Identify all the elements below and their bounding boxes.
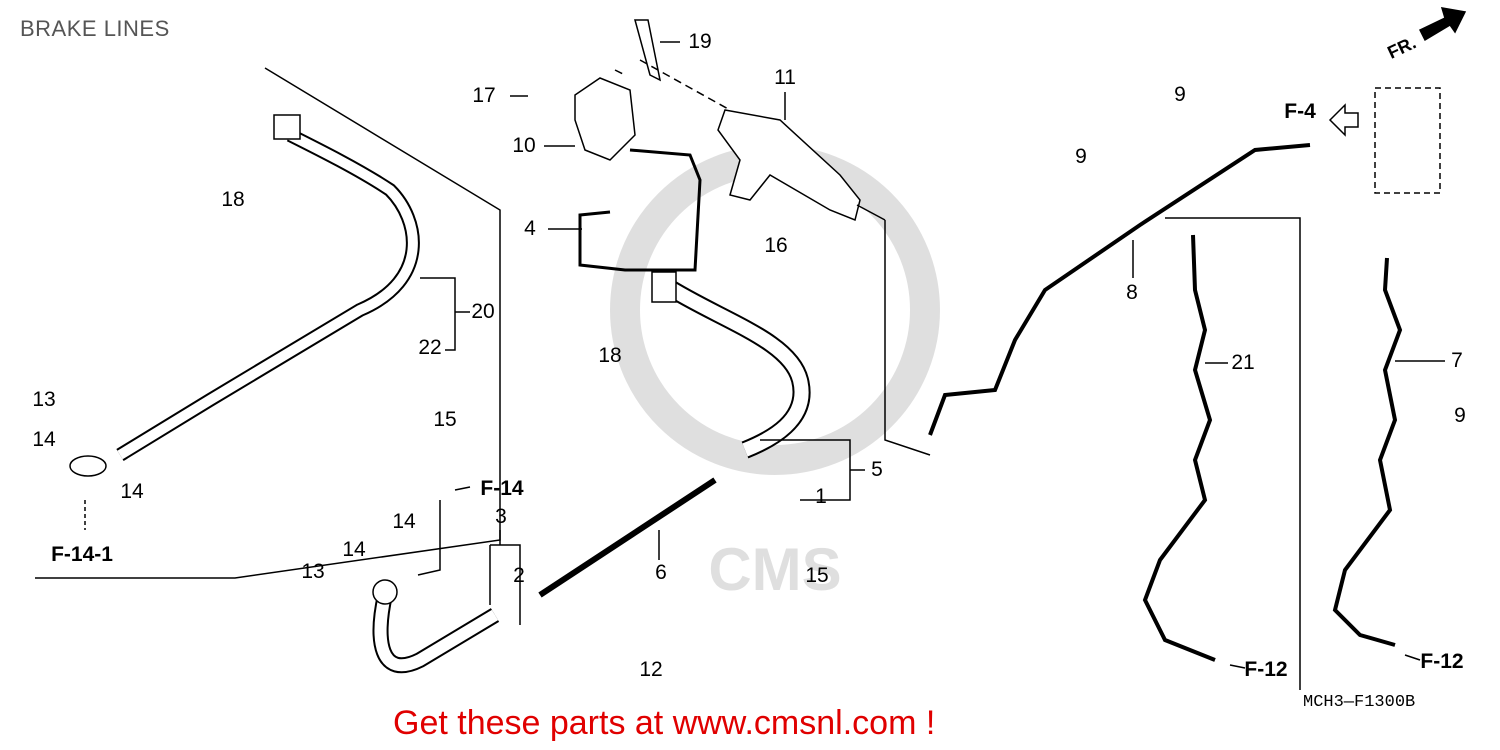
callout-13[interactable]: 13 bbox=[301, 560, 325, 583]
inset-frame bbox=[1374, 87, 1441, 194]
callout-10[interactable]: 10 bbox=[512, 134, 536, 157]
callout-14[interactable]: 14 bbox=[32, 428, 56, 451]
lever-19 bbox=[634, 19, 662, 82]
group-frame-right bbox=[1165, 217, 1301, 690]
hose-fitting bbox=[273, 114, 301, 140]
banjo-fitting bbox=[69, 455, 107, 477]
callout-14[interactable]: 14 bbox=[120, 480, 144, 503]
callout-8[interactable]: 8 bbox=[1126, 281, 1138, 304]
ref-f12[interactable]: F-12 bbox=[1420, 650, 1464, 673]
callout-20[interactable]: 20 bbox=[471, 300, 495, 323]
promo-link[interactable]: Get these parts at www.cmsnl.com ! bbox=[393, 704, 936, 742]
brake-pipe-21 bbox=[1142, 234, 1216, 662]
callout-7[interactable]: 7 bbox=[1451, 349, 1463, 372]
brake-pipe-4 bbox=[578, 148, 702, 272]
brake-pipe-8 bbox=[928, 143, 1311, 436]
diagram-code: MCH3—F1300B bbox=[1303, 693, 1416, 712]
callout-16[interactable]: 16 bbox=[764, 234, 788, 257]
callout-17[interactable]: 17 bbox=[472, 84, 496, 107]
ref-f4[interactable]: F-4 bbox=[1284, 100, 1316, 123]
callout-13[interactable]: 13 bbox=[32, 388, 56, 411]
brake-pipe-7 bbox=[1332, 257, 1403, 647]
callout-4[interactable]: 4 bbox=[524, 217, 536, 240]
ref-f14[interactable]: F-14 bbox=[480, 477, 524, 500]
callout-22[interactable]: 22 bbox=[418, 336, 442, 359]
diagram-title: BRAKE LINES bbox=[20, 16, 170, 41]
svg-text:CMS: CMS bbox=[708, 536, 841, 603]
group-frame-left bbox=[35, 67, 501, 579]
front-arrow-icon bbox=[1418, 7, 1467, 42]
callout-15[interactable]: 15 bbox=[805, 564, 829, 587]
callout-21[interactable]: 21 bbox=[1231, 351, 1255, 374]
callout-9[interactable]: 9 bbox=[1454, 404, 1466, 427]
callout-19[interactable]: 19 bbox=[688, 30, 712, 53]
brake-pipe-6 bbox=[538, 477, 717, 598]
callout-9[interactable]: 9 bbox=[1174, 83, 1186, 106]
callout-1[interactable]: 1 bbox=[815, 485, 827, 508]
callout-15[interactable]: 15 bbox=[433, 408, 457, 431]
callout-12[interactable]: 12 bbox=[639, 658, 663, 681]
f4-arrow-icon bbox=[1328, 103, 1359, 137]
callout-9[interactable]: 9 bbox=[1075, 145, 1087, 168]
callout-6[interactable]: 6 bbox=[655, 561, 667, 584]
callout-14[interactable]: 14 bbox=[342, 538, 366, 561]
bracket-11 bbox=[717, 109, 861, 222]
ref-f14-1[interactable]: F-14-1 bbox=[51, 543, 113, 566]
callout-11[interactable]: 11 bbox=[774, 66, 796, 89]
callout-5[interactable]: 5 bbox=[871, 458, 883, 481]
callout-14[interactable]: 14 bbox=[392, 510, 416, 533]
callout-2[interactable]: 2 bbox=[513, 564, 525, 587]
ref-f12[interactable]: F-12 bbox=[1244, 658, 1288, 681]
callout-18[interactable]: 18 bbox=[598, 344, 622, 367]
callout-3[interactable]: 3 bbox=[495, 505, 507, 528]
callout-18[interactable]: 18 bbox=[221, 188, 245, 211]
three-way-joint-10 bbox=[574, 77, 636, 161]
brake-hose-20 bbox=[116, 128, 420, 461]
